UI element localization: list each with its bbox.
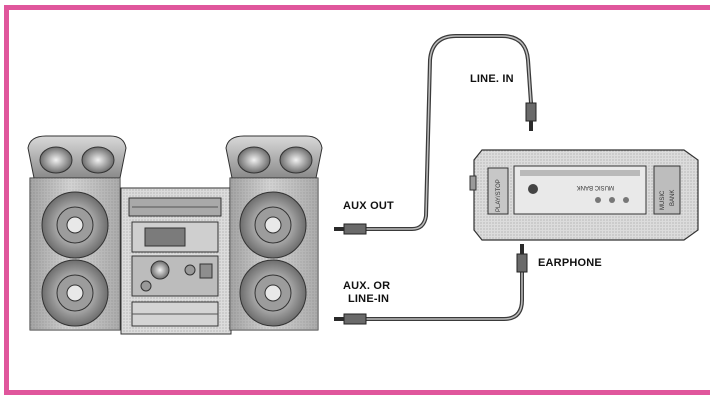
device-screen-text: MUSIC BANK <box>577 184 614 190</box>
label-aux-or: AUX. OR <box>343 280 390 292</box>
right-speaker <box>225 135 323 331</box>
label-aux-out: AUX OUT <box>343 200 394 212</box>
label-line-in-2: LINE-IN <box>348 293 389 305</box>
label-line-in: LINE. IN <box>470 73 514 85</box>
connection-diagram: MUSIC BANK PLAY/STOP MUSIC BANK LINE. IN… <box>4 5 710 395</box>
stereo-main-unit <box>120 187 232 335</box>
device-play-stop-label: PLAY/STOP <box>496 179 502 212</box>
music-bank-player <box>469 149 699 241</box>
earphone-cable <box>334 244 528 325</box>
aux-out-cable <box>334 34 537 235</box>
left-speaker <box>27 135 127 331</box>
device-side-label-bank: BANK <box>670 190 676 206</box>
device-side-label-music: MUSIC <box>660 190 666 210</box>
label-earphone: EARPHONE <box>538 257 602 269</box>
